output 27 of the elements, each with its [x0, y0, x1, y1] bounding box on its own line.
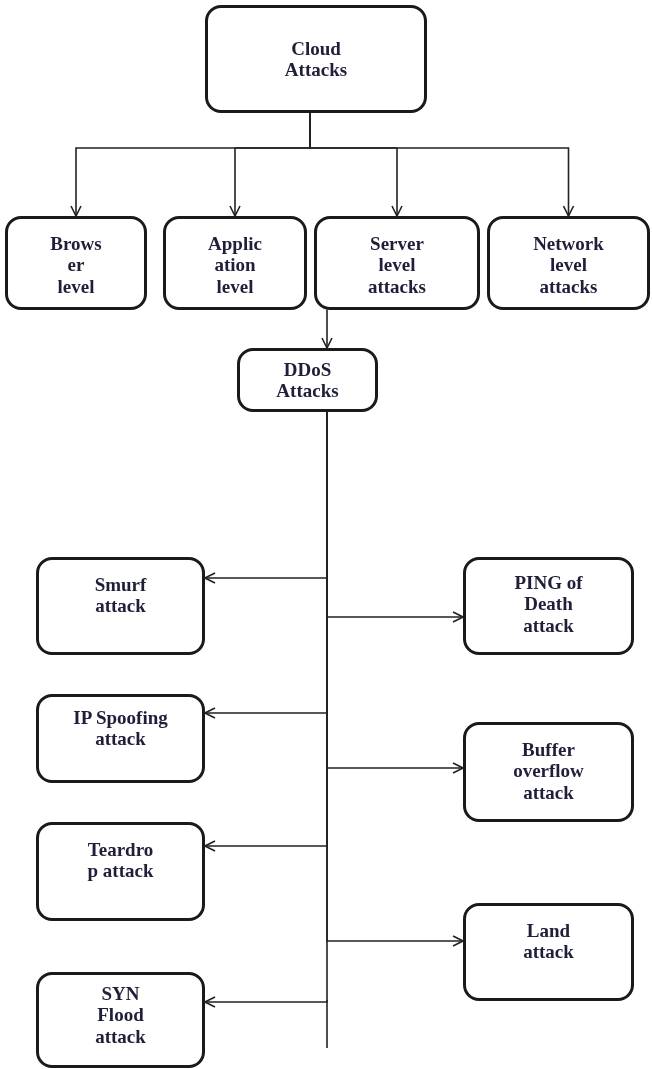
box-label: DDoS Attacks — [275, 359, 340, 402]
box-label: Network level attacks — [532, 233, 605, 297]
category-box — [36, 822, 205, 921]
category-box — [5, 216, 147, 310]
box-label: SYN Flood attack — [94, 983, 147, 1047]
category-box — [463, 557, 634, 655]
category-box — [163, 216, 307, 310]
category-box — [36, 972, 205, 1068]
category-box — [36, 557, 205, 655]
category-box — [487, 216, 650, 310]
box-label: Applic ation level — [207, 233, 263, 297]
arrow — [321, 309, 333, 349]
box-label: Smurf attack — [93, 574, 148, 617]
category-box — [463, 903, 634, 1001]
box-label: Buffer overflow attack — [512, 739, 585, 803]
box-label: Cloud Attacks — [283, 38, 349, 81]
category-box — [36, 694, 205, 783]
box-label: PING of Death attack — [513, 572, 584, 636]
root-box — [205, 5, 427, 113]
category-box — [237, 348, 378, 412]
category-box — [314, 216, 480, 310]
category-box — [463, 722, 634, 822]
box-label: Server level attacks — [366, 233, 428, 297]
box-label: Brows er level — [49, 233, 103, 297]
box-label: Teardro p attack — [86, 839, 155, 882]
box-label: Land attack — [522, 920, 575, 963]
box-label: IP Spoofing attack — [73, 707, 168, 750]
